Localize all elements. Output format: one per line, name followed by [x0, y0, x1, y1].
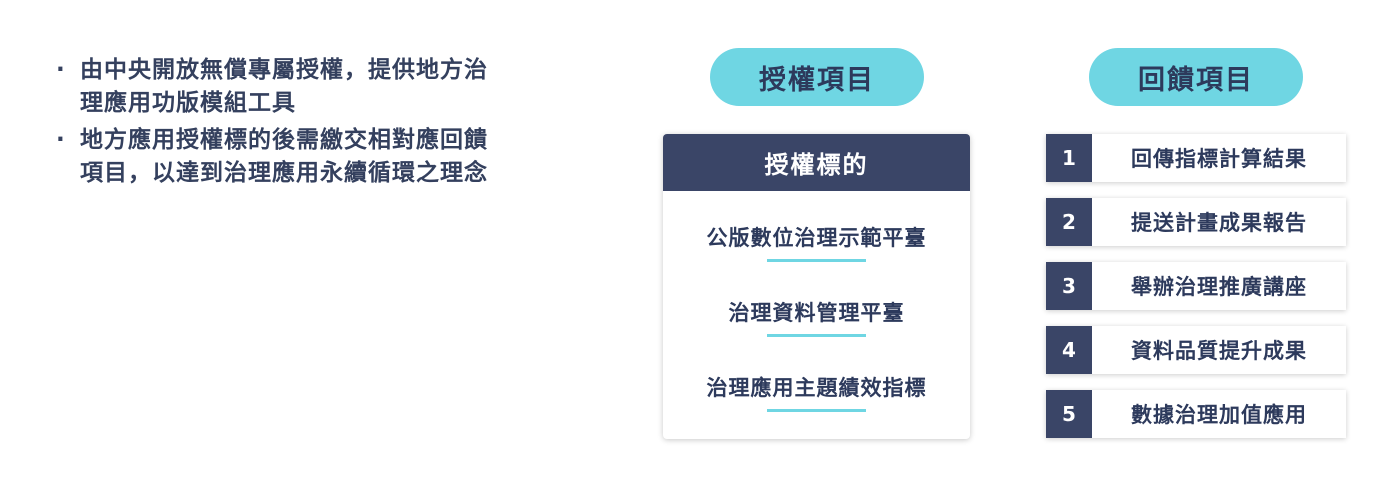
bullet-dot: · [56, 127, 66, 153]
description-list: · 由中央開放無償專屬授權，提供地方治 理應用功版模組工具 · 地方應用授權標的… [56, 54, 576, 194]
license-item: 公版數位治理示範平臺 [663, 222, 970, 262]
license-item-underline [767, 409, 866, 412]
license-card-title: 授權標的 [663, 134, 970, 191]
feedback-item-label: 資料品質提升成果 [1131, 339, 1307, 363]
license-item-label: 治理應用主題績效指標 [706, 376, 927, 400]
feedback-item: 4 資料品質提升成果 [1046, 326, 1346, 374]
feedback-item-number: 2 [1046, 198, 1092, 246]
description-line: 地方應用授權標的後需繳交相對應回饋 [80, 127, 488, 153]
feedback-item-number: 4 [1046, 326, 1092, 374]
feedback-item-label: 舉辦治理推廣講座 [1131, 275, 1307, 299]
license-item-underline [767, 259, 866, 262]
description-item: · 地方應用授權標的後需繳交相對應回饋 項目，以達到治理應用永續循環之理念 [56, 124, 576, 190]
license-item-label: 公版數位治理示範平臺 [706, 226, 927, 250]
description-line: 項目，以達到治理應用永續循環之理念 [80, 160, 488, 186]
license-item: 治理應用主題績效指標 [663, 372, 970, 412]
feedback-item-label: 數據治理加值應用 [1131, 403, 1307, 427]
feedback-item-number: 3 [1046, 262, 1092, 310]
feedback-item: 3 舉辦治理推廣講座 [1046, 262, 1346, 310]
bullet-dot: · [56, 57, 66, 83]
description-item: · 由中央開放無償專屬授權，提供地方治 理應用功版模組工具 [56, 54, 576, 120]
license-item-underline [767, 334, 866, 337]
feedback-item: 2 提送計畫成果報告 [1046, 198, 1346, 246]
feedback-heading-pill: 回饋項目 [1089, 48, 1303, 106]
feedback-item-number: 5 [1046, 390, 1092, 438]
description-line: 由中央開放無償專屬授權，提供地方治 [80, 57, 488, 83]
feedback-item-number: 1 [1046, 134, 1092, 182]
license-heading-pill: 授權項目 [710, 48, 924, 106]
feedback-item: 1 回傳指標計算結果 [1046, 134, 1346, 182]
feedback-item-label: 回傳指標計算結果 [1131, 147, 1307, 171]
description-line: 理應用功版模組工具 [80, 90, 296, 116]
feedback-item: 5 數據治理加值應用 [1046, 390, 1346, 438]
license-item-label: 治理資料管理平臺 [728, 301, 905, 325]
license-card: 授權標的 公版數位治理示範平臺 治理資料管理平臺 治理應用主題績效指標 [663, 134, 970, 439]
feedback-item-label: 提送計畫成果報告 [1131, 211, 1307, 235]
license-item: 治理資料管理平臺 [663, 297, 970, 337]
